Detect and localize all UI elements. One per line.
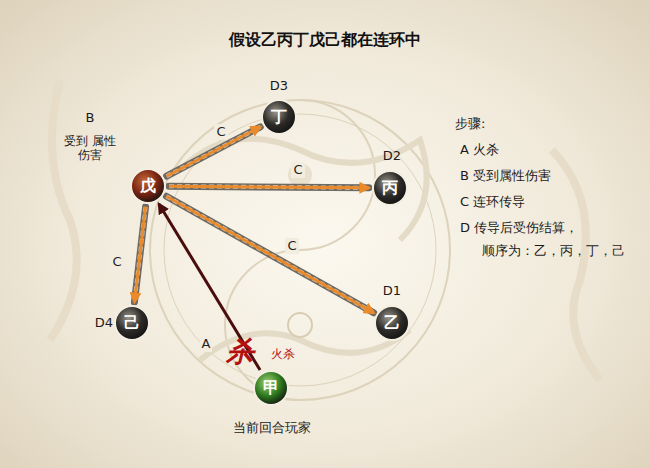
player-circle: 丁 [261, 99, 297, 135]
node-label: 甲 [253, 370, 289, 406]
kill-label: 火杀 [271, 347, 295, 361]
step-marker: D4 [95, 315, 113, 331]
step-marker: B [86, 110, 95, 126]
chain-arrow [134, 207, 145, 302]
node-label: 丁 [261, 99, 297, 135]
player-circle: 己 [114, 305, 150, 341]
attack-arrow [159, 204, 260, 370]
chain-arrow [166, 196, 373, 312]
step-item: B 受到属性伤害 [460, 168, 551, 184]
node-label: 己 [114, 305, 150, 341]
step-item: 顺序为：乙，丙，丁，己 [482, 243, 625, 259]
damage-note: 受到 属性伤害 [62, 134, 117, 163]
node-label: 乙 [374, 305, 410, 341]
player-circle: 甲 [253, 370, 289, 406]
node-label: 丙 [372, 170, 408, 206]
edge-label: C [110, 254, 123, 270]
player-circle: 戊 [130, 168, 166, 204]
player-circle: 乙 [374, 305, 410, 341]
node-label: 戊 [130, 168, 166, 204]
step-marker: D2 [383, 148, 401, 164]
steps-heading: 步骤: [455, 116, 485, 132]
chain-arrow [169, 186, 369, 188]
step-marker: D3 [270, 78, 288, 94]
step-item: D 传导后受伤结算， [460, 220, 578, 236]
title: 假设乙丙丁戊己都在连环中 [229, 30, 421, 49]
edge-label: C [291, 162, 304, 178]
edge-label: A [200, 336, 213, 352]
player-circle: 丙 [372, 170, 408, 206]
step-item: C 连环传导 [460, 194, 525, 210]
step-item: A 火杀 [460, 142, 499, 158]
edge-label: C [214, 124, 227, 140]
edge-label: C [285, 238, 298, 254]
player-caption: 当前回合玩家 [233, 420, 311, 436]
kill-glyph: 杀 [226, 335, 254, 369]
step-marker: D1 [383, 283, 401, 299]
